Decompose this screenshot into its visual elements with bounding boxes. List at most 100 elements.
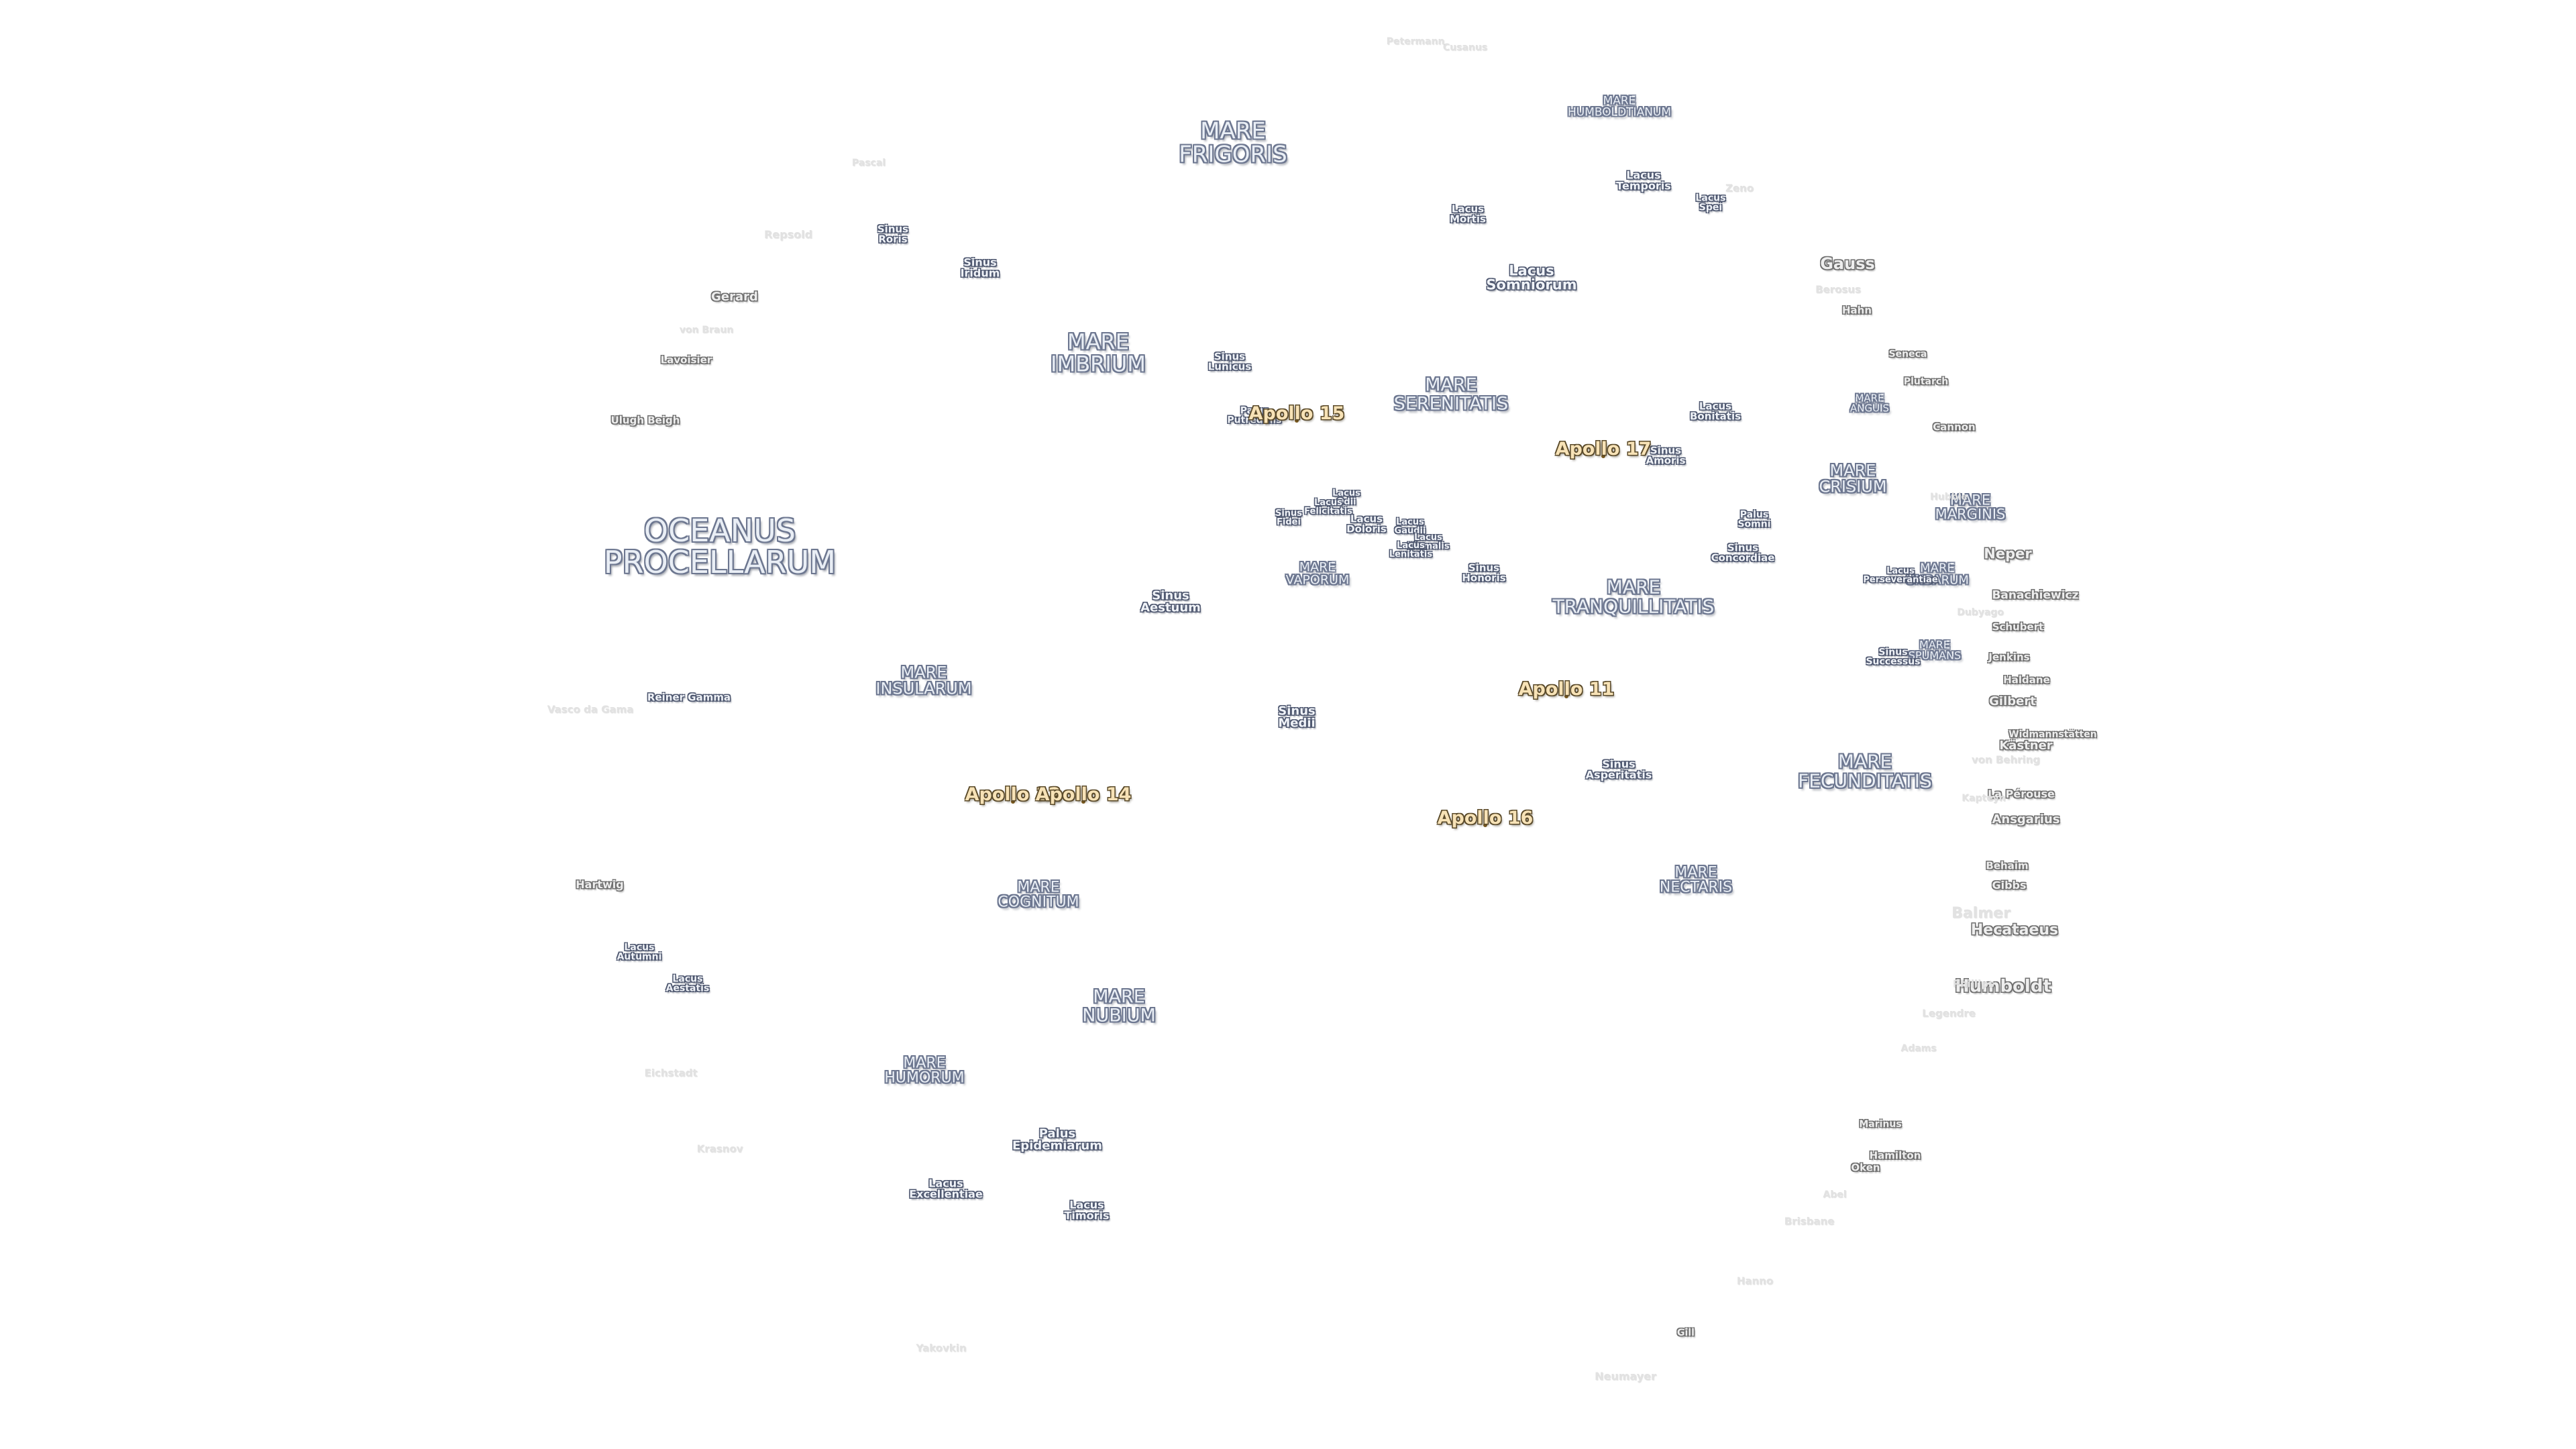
crater-label-hubble: Hubble (1929, 491, 1968, 502)
feature-label-sinus-honoris: Sinus Honoris (1462, 561, 1506, 584)
crater-label-haldane: Haldane (2003, 674, 2050, 686)
sea-label-mare-fecunditatis: MARE FECUNDITATIS (1798, 750, 1932, 792)
crater-label-neper: Neper (1984, 545, 2032, 562)
feature-label-palus-somni: Palus Somni (1737, 509, 1771, 530)
crater-label-schubert: Schubert (1992, 621, 2044, 633)
feature-label-sinus-concordiae: Sinus Concordiae (1711, 541, 1775, 564)
crater-label-balmer: Balmer (1951, 904, 2010, 922)
crater-label-plutarch: Plutarch (1903, 376, 1949, 387)
crater-label-oken: Oken (1851, 1161, 1880, 1174)
sea-label-mare-nubium: MARE NUBIUM (1082, 986, 1156, 1026)
crater-label-gerard: Gerard (711, 289, 758, 304)
feature-label-palus-putredinis: Palus Putredinis (1227, 405, 1282, 426)
landing-site-marker-icon (1295, 419, 1299, 423)
crater-label-la-perouse: La Pérouse (1988, 787, 2055, 800)
feature-label-lacus-lenitatis: Lacus Lenitatis (1389, 540, 1433, 559)
crater-label-zeno: Zeno (1725, 182, 1754, 195)
crater-label-gibbs: Gibbs (1992, 878, 2027, 892)
crater-label-ulugh-beigh: Ulugh Beigh (610, 414, 680, 427)
crater-label-gill: Gill (1677, 1327, 1695, 1338)
crater-label-gilbert: Gilbert (1989, 694, 2036, 708)
sea-label-mare-crisium: MARE CRISIUM (1819, 461, 1887, 496)
feature-label-sinus-iridum: Sinus Iridum (960, 256, 1000, 280)
sea-label-mare-humorum: MARE HUMORUM (884, 1055, 965, 1087)
sea-label-mare-imbrium: MARE IMBRIUM (1051, 329, 1146, 376)
crater-label-neumayer: Neumayer (1595, 1369, 1656, 1383)
crater-label-berosus: Berosus (1815, 283, 1861, 296)
feature-label-lacus-aestatis: Lacus Aestatis (665, 973, 710, 994)
landing-site-marker-icon (1011, 800, 1015, 804)
crater-label-hanno: Hanno (1736, 1275, 1774, 1287)
feature-label-lacus-gaudii: Lacus Gaudii (1394, 517, 1426, 536)
sea-label-mare-vaporum: MARE VAPORUM (1285, 559, 1350, 588)
crater-label-behaim: Behaim (1986, 859, 2029, 872)
sea-label-mare-nectaris: MARE NECTARIS (1659, 864, 1733, 896)
crater-label-eichstadt: Eichstadt (644, 1067, 698, 1079)
sea-label-mare-serenitatis: MARE SERENITATIS (1393, 374, 1509, 414)
sea-label-mare-tranquillitatis: MARE TRANQUILLITATIS (1552, 576, 1715, 617)
crater-label-gauss: Gauss (1820, 254, 1875, 273)
crater-label-kapteyn: Kapteyn (1962, 792, 2006, 804)
landing-site-marker-icon (1483, 823, 1487, 827)
sea-label-oceanus-procellarum: OCEANUS PROCELLARUM (603, 513, 837, 580)
crater-label-pascal: Pascal (851, 157, 886, 168)
crater-label-ansgarius: Ansgarius (1992, 812, 2060, 826)
feature-label-lacus-doloris: Lacus Doloris (1346, 513, 1387, 535)
landing-site-apollo-17: Apollo 17 (1555, 439, 1652, 460)
feature-label-lacus-excellentiae: Lacus Excellentiae (909, 1177, 983, 1201)
sea-label-mare-frigoris: MARE FRIGORIS (1179, 117, 1287, 168)
feature-label-sinus-successus: Sinus Successus (1866, 647, 1921, 667)
crater-label-abel: Abel (1823, 1189, 1847, 1200)
feature-label-lacus-autumni: Lacus Autumni (616, 942, 662, 963)
landing-site-apollo-15: Apollo 15 (1248, 403, 1345, 425)
crater-label-yakovkin: Yakovkin (916, 1342, 967, 1354)
crater-label-hamilton: Hamilton (1869, 1149, 1921, 1162)
sea-label-mare-undarum: MARE UNDARUM (1906, 561, 1969, 588)
feature-label-sinus-roris: Sinus Roris (877, 223, 909, 246)
landing-site-apollo-11: Apollo 11 (1518, 679, 1615, 700)
feature-label-lacus-timoris: Lacus Timoris (1064, 1198, 1110, 1222)
landing-site-marker-icon (1081, 800, 1085, 804)
feature-label-lacus-mortis: Lacus Mortis (1450, 203, 1486, 225)
feature-label-sinus-fidei: Sinus Fidei (1275, 508, 1303, 527)
crater-label-jenkins: Jenkins (1988, 651, 2030, 663)
crater-label-hahn: Hahn (1841, 304, 1872, 317)
landing-site-marker-icon (1564, 694, 1568, 698)
crater-label-von-braun: von Braun (679, 324, 734, 335)
feature-label-sinus-lunicus: Sinus Lunicus (1208, 350, 1252, 373)
feature-label-lacus-spei: Lacus Spei (1695, 193, 1726, 213)
crater-label-vasco-da-gama: Vasco da Gama (547, 703, 634, 716)
crater-label-marinus: Marinus (1859, 1118, 1902, 1130)
feature-label-sinus-asperitatis: Sinus Asperitatis (1585, 757, 1652, 782)
crater-label-von-behring: von Behring (1971, 753, 2041, 766)
sea-label-mare-spumans: MARE SPUMANS (1908, 638, 1962, 662)
crater-label-banachiewicz: Banachiewicz (1992, 588, 2079, 602)
landing-site-apollo-12: Apollo 12 (965, 784, 1061, 806)
feature-label-reiner-gamma: Reiner Gamma (647, 691, 731, 704)
crater-label-brisbane: Brisbane (1784, 1215, 1835, 1228)
feature-label-lacus-somniorum: Lacus Somniorum (1486, 262, 1577, 293)
crater-label-kastner: Kästner (1999, 738, 2053, 753)
crater-label-humboldt: Humboldt (1955, 976, 2051, 997)
crater-label-dubyago: Dubyago (1957, 606, 2004, 618)
feature-label-palus-epidemiarum: Palus Epidemiarum (1012, 1126, 1102, 1153)
feature-label-lacus-temporis: Lacus Temporis (1616, 168, 1671, 193)
crater-label-repsold: Repsold (763, 227, 813, 241)
sea-label-mare-insularum: MARE INSULARUM (875, 663, 972, 698)
crater-label-hecataeus: Hecataeus (1970, 921, 2059, 938)
crater-label-petermann: Petermann (1386, 36, 1445, 47)
crater-label-legendre: Legendre (1922, 1007, 1976, 1020)
sea-label-mare-humboldtianum: MARE HUMBOLDTIANUM (1567, 94, 1672, 119)
sea-label-mare-anguis: MARE ANGUIS (1849, 392, 1890, 415)
feature-label-lacus-hiemalis: Lacus Hiemalis (1407, 532, 1450, 551)
crater-label-adams: Adams (1900, 1042, 1937, 1054)
sea-label-mare-cognitum: MARE COGNITUM (998, 879, 1079, 911)
crater-label-krasnov: Krasnov (696, 1142, 743, 1155)
landing-site-apollo-14: Apollo 14 (1035, 784, 1132, 806)
landing-site-apollo-16: Apollo 16 (1437, 808, 1534, 829)
sea-label-mare-marginis: MARE MARGINIS (1935, 492, 2006, 523)
crater-label-cusanus: Cusanus (1442, 42, 1488, 53)
feature-label-lacus-perseverantiae: Lacus Perseverantiae (1863, 566, 1938, 585)
landing-site-marker-icon (1601, 454, 1605, 458)
feature-label-sinus-aestuum: Sinus Aestuum (1140, 588, 1201, 615)
